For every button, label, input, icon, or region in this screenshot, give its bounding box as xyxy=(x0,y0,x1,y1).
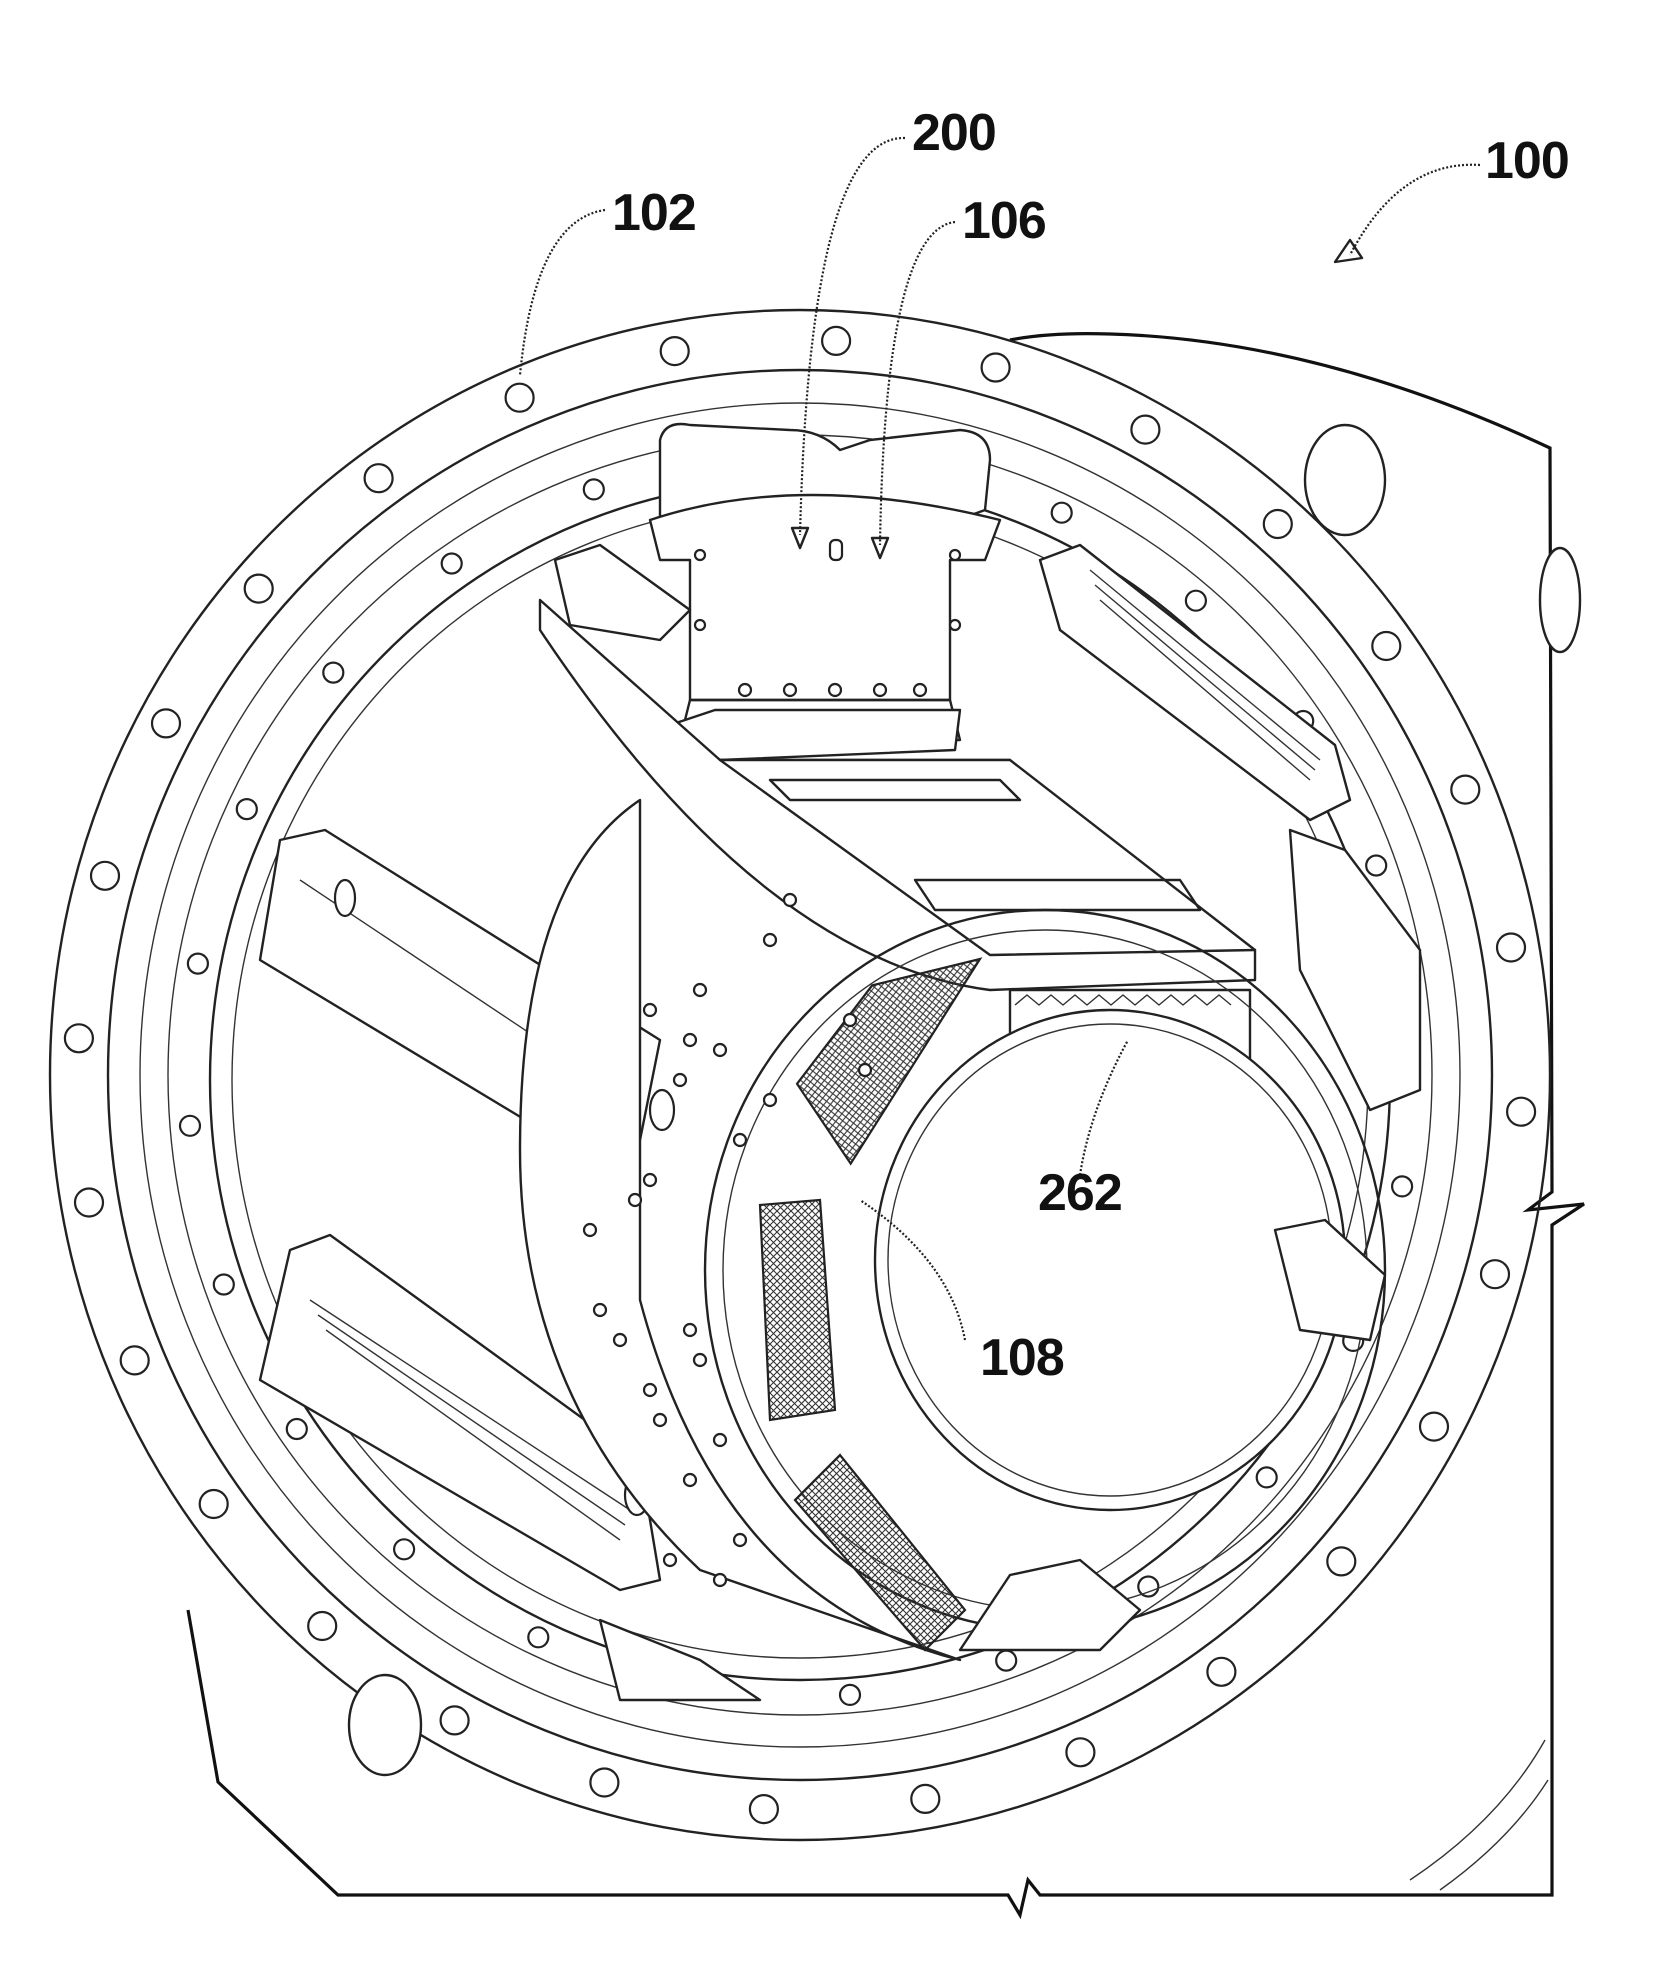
inner-flange-hole xyxy=(188,954,208,974)
inner-flange-hole xyxy=(287,1419,307,1439)
inner-flange-hole xyxy=(1392,1176,1412,1196)
inner-flange-hole xyxy=(1366,856,1386,876)
label-100: 100 xyxy=(1485,132,1569,190)
housing-plate-arc xyxy=(1410,1740,1545,1880)
inner-flange-hole xyxy=(1186,591,1206,611)
bolt-hole xyxy=(1497,934,1525,962)
bolt-hole xyxy=(245,575,273,603)
rotor-hole xyxy=(764,1094,776,1106)
rotor-hole xyxy=(844,1014,856,1026)
bolt-hole xyxy=(1451,776,1479,804)
bolt-hole xyxy=(750,1795,778,1823)
bolt-hole xyxy=(1507,1098,1535,1126)
rotor-hole xyxy=(764,934,776,946)
inner-flange-hole xyxy=(394,1539,414,1559)
rotor-hole xyxy=(714,1434,726,1446)
inner-flange-hole xyxy=(840,1685,860,1705)
rotor-hole xyxy=(644,1174,656,1186)
bolt-hole xyxy=(365,464,393,492)
rotor-hole xyxy=(664,1554,676,1566)
label-106: 106 xyxy=(962,192,1046,250)
bolt-hole xyxy=(1481,1260,1509,1288)
rotor-hole xyxy=(629,1194,641,1206)
rotor-hole xyxy=(684,1034,696,1046)
rotor-hole xyxy=(734,1534,746,1546)
bolt-hole xyxy=(121,1346,149,1374)
inner-flange-hole xyxy=(528,1627,548,1647)
bolt-hole xyxy=(1264,510,1292,538)
rotor-hole xyxy=(859,1064,871,1076)
rotor-hole xyxy=(694,984,706,996)
rotor-hole xyxy=(674,1074,686,1086)
rotor-hole xyxy=(734,1134,746,1146)
bolt-hole xyxy=(1372,632,1400,660)
inner-flange-hole xyxy=(996,1651,1016,1671)
rotor-hole xyxy=(644,1004,656,1016)
bolt-hole xyxy=(661,337,689,365)
bolt-hole xyxy=(91,862,119,890)
label-200: 200 xyxy=(912,104,996,162)
rotor-hole xyxy=(594,1304,606,1316)
bolt-hole xyxy=(441,1706,469,1734)
leader-100 xyxy=(1350,165,1480,255)
bolt-hole xyxy=(65,1024,93,1052)
bolt-hole xyxy=(1327,1547,1355,1575)
label-108: 108 xyxy=(980,1329,1064,1387)
rotor-hole xyxy=(684,1474,696,1486)
bolt-hole xyxy=(911,1785,939,1813)
bolt-hole xyxy=(1066,1738,1094,1766)
bolt-hole xyxy=(590,1769,618,1797)
bolt-hole xyxy=(506,384,534,412)
rotor-hole xyxy=(714,1574,726,1586)
bolt-hole xyxy=(200,1490,228,1518)
label-102: 102 xyxy=(612,184,696,242)
rotor-hole xyxy=(694,1354,706,1366)
rotor-hole xyxy=(654,1414,666,1426)
bolt-hole xyxy=(1207,1658,1235,1686)
top-cassette xyxy=(650,424,1000,760)
bolt-hole xyxy=(152,709,180,737)
rotor-hole xyxy=(714,1044,726,1056)
bolt-hole xyxy=(75,1189,103,1217)
inner-flange-hole xyxy=(237,799,257,819)
upper-right-bar xyxy=(1040,545,1350,820)
bolt-hole xyxy=(822,327,850,355)
bolt-hole xyxy=(1420,1413,1448,1441)
leader-100-arrow xyxy=(1335,240,1362,262)
inner-flange-hole xyxy=(214,1275,234,1295)
inner-flange-hole xyxy=(1052,503,1072,523)
rotor-hole xyxy=(584,1224,596,1236)
bolt-hole xyxy=(1131,416,1159,444)
inner-flange-hole xyxy=(1138,1577,1158,1597)
inner-flange-hole xyxy=(1257,1467,1277,1487)
label-262: 262 xyxy=(1038,1164,1122,1222)
inner-flange-hole xyxy=(584,479,604,499)
rotor-hole xyxy=(644,1384,656,1396)
bolt-hole xyxy=(308,1612,336,1640)
inner-flange-hole xyxy=(180,1116,200,1136)
housing-plate-arc-2 xyxy=(1440,1780,1548,1890)
rotor-hole xyxy=(684,1324,696,1336)
inner-flange-hole xyxy=(442,554,462,574)
rotor-hole xyxy=(614,1334,626,1346)
right-clamp xyxy=(1275,830,1420,1340)
inner-flange-hole xyxy=(323,663,343,683)
rotor-hole xyxy=(784,894,796,906)
bolt-hole xyxy=(982,354,1010,382)
